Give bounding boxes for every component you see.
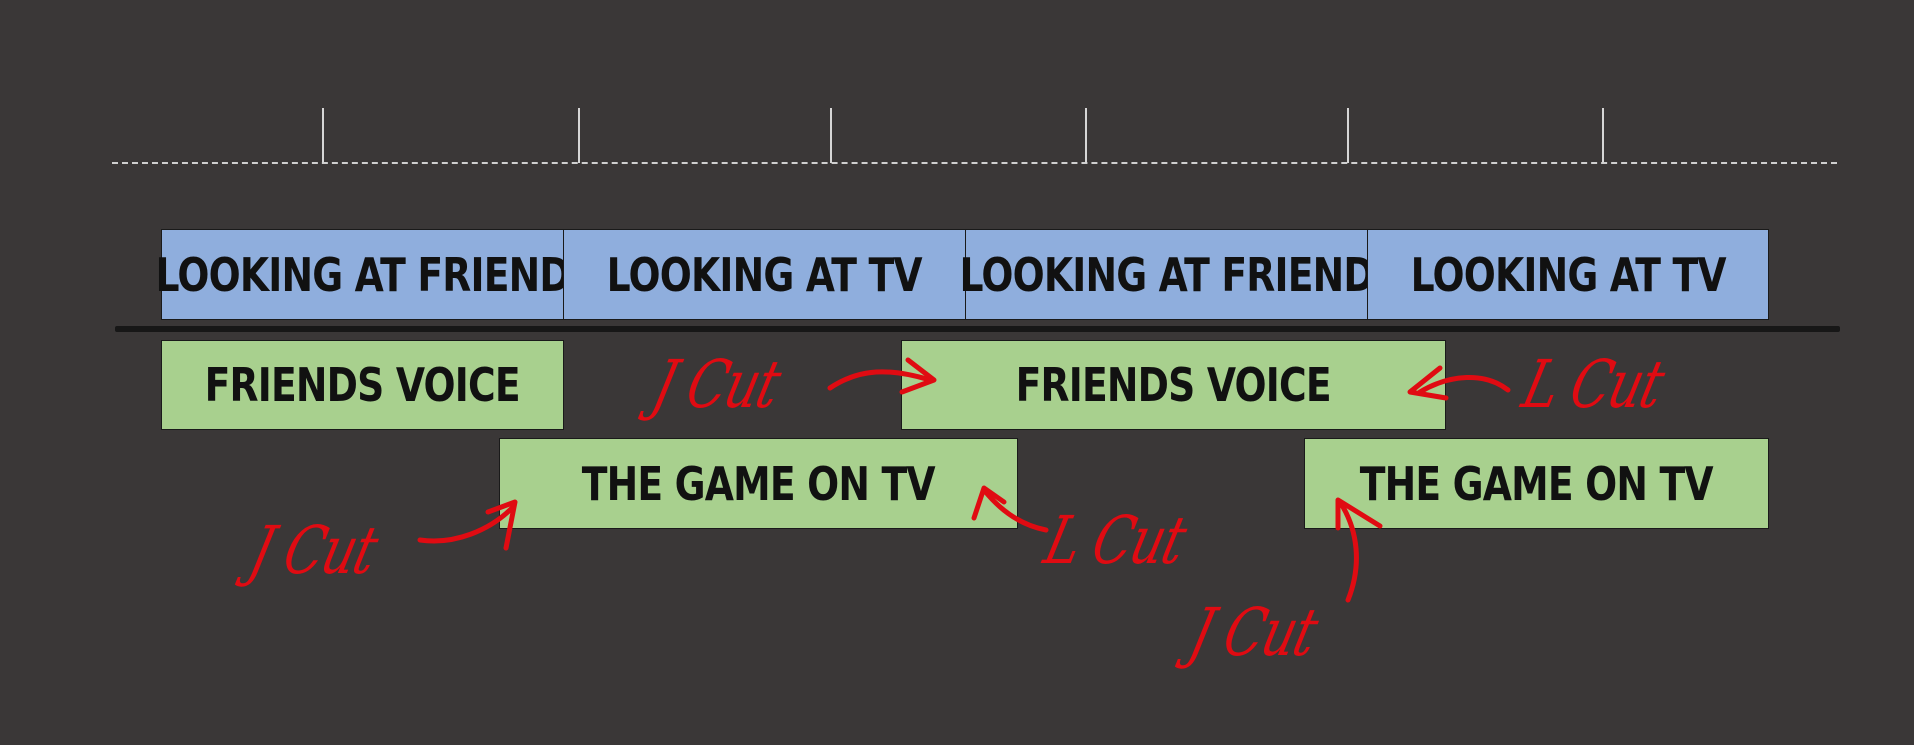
clip-label: LOOKING AT TV bbox=[606, 247, 923, 302]
clip-label: LOOKING AT FRIEND bbox=[155, 247, 570, 302]
ruler-tick bbox=[1085, 108, 1087, 163]
audio-clip-friends-voice[interactable]: FRIENDS VOICE bbox=[901, 340, 1446, 430]
clip-label: LOOKING AT FRIEND bbox=[959, 247, 1374, 302]
audio-clip-the-game-on-tv[interactable]: THE GAME ON TV bbox=[499, 438, 1018, 529]
clip-label: THE GAME ON TV bbox=[1359, 456, 1714, 511]
annotation-j-cut: J Cut bbox=[645, 346, 788, 423]
arrowhead-l-cut-2 bbox=[971, 485, 1007, 521]
annotation-l-cut: L Cut bbox=[1515, 346, 1671, 423]
annotation-l-cut: L Cut bbox=[1037, 502, 1193, 579]
arrow-j-cut-1 bbox=[827, 369, 933, 391]
ruler-tick bbox=[1347, 108, 1349, 163]
video-clip-looking-at-tv[interactable]: LOOKING AT TV bbox=[563, 229, 966, 320]
annotation-j-cut: J Cut bbox=[1182, 594, 1325, 671]
audio-clip-the-game-on-tv[interactable]: THE GAME ON TV bbox=[1304, 438, 1769, 529]
clip-label: FRIENDS VOICE bbox=[204, 358, 521, 412]
arrow-j-cut-2 bbox=[417, 505, 515, 544]
video-clip-looking-at-friend[interactable]: LOOKING AT FRIEND bbox=[155, 229, 571, 320]
clip-label: FRIENDS VOICE bbox=[1015, 358, 1332, 412]
arrowhead-j-cut-1 bbox=[899, 357, 937, 395]
arrowhead-l-cut-1 bbox=[1407, 365, 1449, 401]
ruler-line bbox=[112, 162, 1837, 164]
arrowhead-j-cut-3 bbox=[1335, 497, 1383, 531]
arrow-j-cut-3 bbox=[1337, 499, 1359, 603]
annotation-j-cut: J Cut bbox=[242, 512, 385, 589]
ruler-tick bbox=[830, 108, 832, 163]
arrow-l-cut-2 bbox=[981, 487, 1049, 533]
ruler-tick bbox=[1602, 108, 1604, 163]
audio-clip-friends-voice[interactable]: FRIENDS VOICE bbox=[161, 340, 564, 430]
video-clip-looking-at-tv[interactable]: LOOKING AT TV bbox=[1367, 229, 1769, 320]
ruler-tick bbox=[578, 108, 580, 163]
arrow-l-cut-1 bbox=[1417, 375, 1511, 395]
ruler-tick bbox=[322, 108, 324, 163]
clip-label: LOOKING AT TV bbox=[1410, 247, 1726, 302]
clip-label: THE GAME ON TV bbox=[581, 456, 936, 511]
arrowhead-j-cut-2 bbox=[485, 499, 518, 551]
video-clip-looking-at-friend[interactable]: LOOKING AT FRIEND bbox=[959, 229, 1375, 320]
track-divider bbox=[115, 326, 1840, 332]
